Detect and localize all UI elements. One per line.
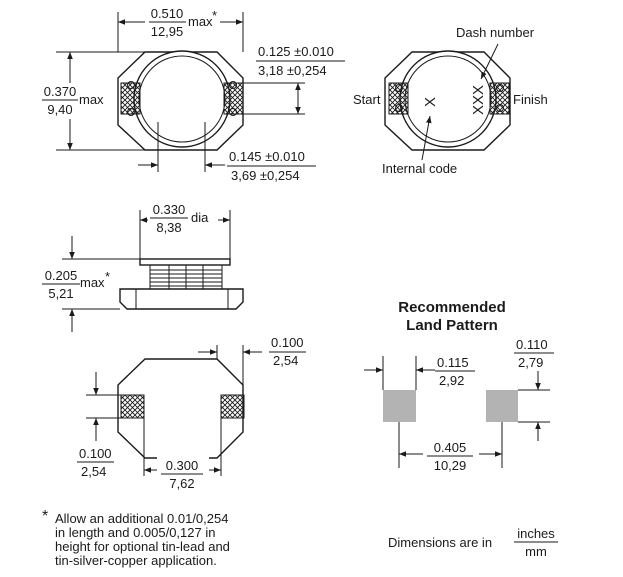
side-height-star: *: [105, 269, 110, 284]
land-pad-right: [486, 390, 518, 422]
footnote-line: Allow an additional 0.01/0,254: [55, 511, 229, 526]
side-height-inches: 0.205: [45, 268, 78, 283]
top-view-terminal: [127, 81, 135, 89]
dash-number-label: Dash number: [456, 25, 535, 40]
units-numerator: inches: [517, 526, 555, 541]
marking-view-terminal: [395, 104, 403, 112]
label-background: [423, 440, 479, 476]
footnote-star: *: [42, 508, 49, 525]
pad-height-mm: 3,18 ±0,254: [258, 63, 327, 78]
land-width-inches: 0.115: [437, 355, 469, 370]
marking-view-pad-left: [388, 82, 409, 115]
bottom-view-body: [117, 358, 244, 459]
label-background: [40, 83, 112, 119]
units-prefix: Dimensions are in: [388, 535, 492, 550]
side-height-suffix: max: [80, 275, 105, 290]
side-diameter-mm: 8,38: [156, 220, 181, 235]
land-width-mm: 2,92: [439, 373, 464, 388]
side-height-mm: 5,21: [48, 286, 73, 301]
marking-view-terminal: [395, 84, 403, 92]
top-view-terminal: [229, 108, 237, 116]
pad-spacing-inches: 0.145 ±0.010: [229, 149, 305, 164]
marking-view-terminal: [496, 84, 504, 92]
top-height-mm: 9,40: [47, 102, 72, 117]
top-view-pad-left: [120, 82, 141, 115]
label-background: [148, 200, 218, 238]
marking-view-terminal: [496, 104, 504, 112]
internal-code-label: Internal code: [382, 161, 457, 176]
land-height-mm: 2,79: [518, 355, 543, 370]
side-view: 0.330 8,38 dia 0.205 5,21 max *: [38, 200, 244, 332]
top-view-core-outer: [133, 50, 231, 148]
label-background: [157, 457, 209, 493]
bottom-spacing-inches: 0.300: [166, 458, 199, 473]
pad-height-inches: 0.125 ±0.010: [258, 44, 334, 59]
top-height-inches: 0.370: [44, 84, 77, 99]
start-label: Start: [353, 92, 381, 107]
land-pad-left: [383, 390, 416, 422]
side-view-top-flange: [139, 258, 231, 266]
dash-number-leader: [480, 43, 499, 80]
top-view-terminal: [127, 108, 135, 116]
land-pattern-title-line2: Land Pattern: [406, 317, 498, 334]
units-note: Dimensions are in inches mm: [388, 526, 558, 559]
side-view-base: [119, 288, 244, 310]
land-pattern-title-line1: Recommended: [398, 299, 506, 316]
pad-offset-mm: 2,54: [81, 464, 106, 479]
corner-inches: 0.100: [271, 335, 304, 350]
bottom-view: 0.100 2,54 0.100 2,54 0.300 7,62: [77, 335, 306, 493]
top-width-star: *: [212, 8, 217, 23]
top-width-mm: 12,95: [151, 24, 184, 39]
side-diameter-suffix: dia: [191, 210, 209, 225]
top-width-suffix: max: [188, 14, 213, 29]
side-diameter-inches: 0.330: [153, 202, 186, 217]
footnote-line: height for optional tin-lead and: [55, 539, 230, 554]
footnote-line: tin-silver-copper application.: [55, 553, 217, 568]
footnote-line: in length and 0.005/0,127 in: [55, 525, 216, 540]
top-view: 0.510 12,95 max * 0.370 9,40 max 0.125 ±…: [40, 5, 345, 183]
land-span-inches: 0.405: [434, 440, 467, 455]
land-height-inches: 0.110: [516, 337, 548, 352]
top-view-terminal: [229, 81, 237, 89]
top-height-suffix: max: [79, 92, 104, 107]
top-width-inches: 0.510: [151, 6, 184, 21]
pad-spacing-mm: 3,69 ±0,254: [231, 168, 300, 183]
top-view-pad-right: [223, 82, 244, 115]
marking-view-pad-right: [489, 82, 510, 115]
internal-code-leader: [421, 115, 432, 161]
corner-mm: 2,54: [273, 353, 298, 368]
marking-view: X XXX Dash number Start Finish Internal …: [353, 25, 548, 176]
dash-number-mark: XXX: [470, 85, 487, 115]
bottom-view-pad-right: [220, 394, 245, 419]
pad-offset-inches: 0.100: [79, 446, 112, 461]
label-background: [145, 5, 220, 41]
finish-label: Finish: [513, 92, 548, 107]
footnote: * Allow an additional 0.01/0,254 in leng…: [42, 508, 272, 568]
internal-code-mark: X: [422, 97, 439, 107]
units-denominator: mm: [525, 544, 547, 559]
land-span-mm: 10,29: [434, 458, 467, 473]
bottom-spacing-mm: 7,62: [169, 476, 194, 491]
land-pattern: Recommended Land Pattern 0.115 2,92 0.11…: [364, 299, 554, 476]
bottom-view-pad-left: [120, 394, 145, 419]
